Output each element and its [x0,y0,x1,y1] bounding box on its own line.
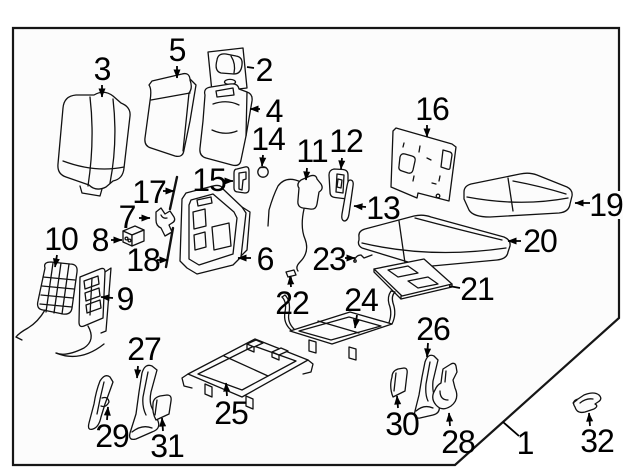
callout-10-label: 10 [44,221,78,257]
callout-26-arrow [424,342,432,358]
part-12-latch-handle-drawing [328,168,349,200]
callout-5-label: 5 [169,32,186,68]
callout-26-label: 26 [416,311,450,347]
callout-11-label: 11 [296,133,327,169]
part-8-connector-block-drawing [122,225,145,247]
part-15-latch-bezel-drawing [233,166,250,194]
callout-32-arrow [586,412,594,427]
callout-labels: 1 2 3 4 5 6 7 8 9 10 11 12 13 14 15 16 1… [44,32,624,464]
part-16-seatback-panel-drawing [390,127,457,202]
part-27-riser-trim-drawing [128,364,160,441]
callout-1-leader [502,421,520,437]
part-31-small-trim-drawing [152,394,172,421]
part-20-seat-cushion-drawing [357,214,511,267]
callout-16-label: 16 [415,91,449,127]
callout-30-arrow [394,395,402,409]
part-6-seatback-frame-drawing [179,184,251,275]
callout-23-label: 23 [312,241,346,277]
callout-27-label: 27 [127,331,161,367]
part-30-small-trim-drawing [390,367,408,398]
part-19-seat-cushion-drawing [463,172,573,218]
callout-17-label: 17 [132,174,166,210]
callout-13-arrow [353,203,367,211]
callout-28-arrow [446,412,454,427]
label-halo [589,191,623,219]
part-29-side-trim-drawing [87,375,114,431]
callout-21-leader [448,285,461,289]
callout-22-arrow [287,275,295,288]
callout-6-label: 6 [257,241,274,277]
callout-20-label: 20 [523,223,557,259]
callout-14-arrow [259,154,267,167]
callout-30-label: 30 [385,406,419,442]
callout-14-label: 14 [251,121,285,157]
callout-15-label: 15 [192,162,226,198]
callout-31-arrow [159,417,167,432]
part-3-seatback-cushion-drawing [57,91,131,197]
callout-29-arrow [103,406,111,421]
callout-9-arrow [100,294,114,302]
callout-10-arrow [52,254,60,268]
callout-19-label: 19 [589,187,623,223]
callout-arrows [52,66,594,437]
callout-3-label: 3 [94,51,111,87]
callout-29-label: 29 [95,418,129,454]
callout-2-leader [246,66,255,69]
part-11-latch-cable-drawing [267,174,323,272]
callout-13-label: 13 [366,190,400,226]
part-14-grommet-drawing [257,166,269,178]
callout-2-label: 2 [256,52,273,88]
callout-21-label: 21 [460,271,494,307]
callout-25-label: 25 [214,395,248,431]
callout-24-label: 24 [344,282,378,318]
part-24-seat-frame-drawing [281,290,396,361]
callout-25-arrow [223,382,231,397]
part-7-striker-clip-drawing [155,207,176,237]
callout-22-label: 22 [275,285,309,321]
part-10-heater-pad-drawing [15,261,78,341]
callout-12-arrow [338,157,346,170]
callout-31-label: 31 [150,428,184,464]
part-13-trim-strip-drawing [341,179,354,222]
callout-18-label: 18 [126,242,160,278]
part-4-seatback-cover-drawing [199,83,253,167]
part-5-seatback-pad-drawing [144,72,197,158]
part-21-cushion-panel-drawing [373,258,453,300]
part-9-lumbar-unit-drawing [55,267,112,358]
callout-32-label: 32 [580,423,614,459]
callout-1-label: 1 [517,425,534,461]
callout-7-label: 7 [119,199,136,235]
callout-24-arrow [352,314,360,329]
part-2-headrest-kit-drawing [207,47,248,93]
callout-27-arrow [134,365,142,379]
callout-28-label: 28 [441,424,475,460]
callout-11-arrow [303,167,311,181]
part-25-seat-base-frame-drawing [181,338,314,410]
part-28-side-trim-drawing [432,362,458,410]
callout-12-label: 12 [329,123,363,159]
callout-9-label: 9 [117,281,134,317]
callout-4-label: 4 [266,93,283,129]
callout-8-label: 8 [92,222,109,258]
part-32-clip-bracket-drawing [572,392,602,414]
